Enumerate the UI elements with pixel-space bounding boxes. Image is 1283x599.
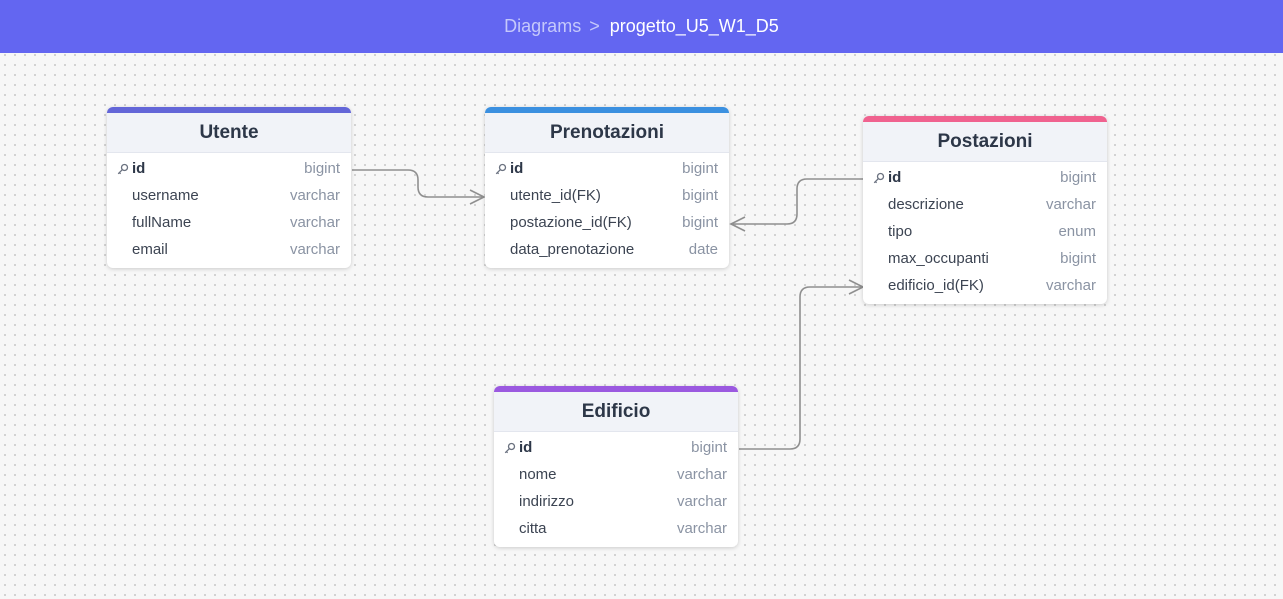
field-row-nome[interactable]: nome varchar <box>494 461 738 488</box>
field-name: id <box>519 439 533 456</box>
table-postazioni[interactable]: Postazioni id bigint descrizione varchar… <box>863 116 1107 304</box>
field-row-id[interactable]: id bigint <box>863 164 1107 191</box>
field-row-id[interactable]: id bigint <box>485 155 729 182</box>
field-row-indirizzo[interactable]: indirizzo varchar <box>494 488 738 515</box>
crow-foot-postazioni-edificio <box>848 279 865 295</box>
field-name: fullName <box>132 214 192 231</box>
field-name: data_prenotazione <box>510 241 635 258</box>
field-type: enum <box>1058 223 1096 240</box>
field-row-email[interactable]: email varchar <box>107 236 351 263</box>
key-icon <box>504 442 519 454</box>
field-type: varchar <box>289 241 340 258</box>
table-prenotazioni[interactable]: Prenotazioni id bigint utente_id(FK) big… <box>485 107 729 268</box>
field-type: varchar <box>1045 196 1096 213</box>
field-type: date <box>688 241 718 258</box>
crow-foot-prenotazioni-postazioni <box>729 216 746 232</box>
table-accent-bar <box>494 386 738 392</box>
field-name: id <box>132 160 146 177</box>
breadcrumb-separator: > <box>589 16 600 36</box>
field-type: bigint <box>1060 250 1096 267</box>
field-row-edificio-id[interactable]: edificio_id(FK) varchar <box>863 272 1107 299</box>
field-name: descrizione <box>888 196 964 213</box>
field-type: bigint <box>1060 169 1096 186</box>
field-row-max-occupanti[interactable]: max_occupanti bigint <box>863 245 1107 272</box>
field-row-username[interactable]: username varchar <box>107 182 351 209</box>
field-row-data-prenotazione[interactable]: data_prenotazione date <box>485 236 729 263</box>
table-header: Postazioni <box>863 122 1107 162</box>
table-accent-bar <box>107 107 351 113</box>
field-type: varchar <box>289 187 340 204</box>
field-name: max_occupanti <box>888 250 989 267</box>
field-type: bigint <box>304 160 340 177</box>
field-row-descrizione[interactable]: descrizione varchar <box>863 191 1107 218</box>
field-name: indirizzo <box>519 493 575 510</box>
table-edificio[interactable]: Edificio id bigint nome varchar indirizz… <box>494 386 738 547</box>
field-type: varchar <box>676 466 727 483</box>
table-header: Prenotazioni <box>485 113 729 153</box>
table-accent-bar <box>485 107 729 113</box>
field-type: bigint <box>691 439 727 456</box>
key-icon <box>495 163 510 175</box>
field-name: id <box>888 169 902 186</box>
table-header: Edificio <box>494 392 738 432</box>
field-type: varchar <box>676 520 727 537</box>
field-name: edificio_id(FK) <box>888 277 984 294</box>
field-type: bigint <box>682 187 718 204</box>
relation-postazioni-prenotazioni <box>731 178 863 225</box>
relation-edificio-postazioni <box>739 286 863 450</box>
field-type: bigint <box>682 214 718 231</box>
table-header: Utente <box>107 113 351 153</box>
field-row-id[interactable]: id bigint <box>494 434 738 461</box>
relation-utente-prenotazioni <box>352 169 484 198</box>
field-name: tipo <box>888 223 913 240</box>
field-name: nome <box>519 466 557 483</box>
field-row-citta[interactable]: citta varchar <box>494 515 738 542</box>
field-row-utente-id[interactable]: utente_id(FK) bigint <box>485 182 729 209</box>
breadcrumb-diagrams-link[interactable]: Diagrams <box>504 16 582 36</box>
field-name: utente_id(FK) <box>510 187 601 204</box>
field-name: citta <box>519 520 547 537</box>
crow-foot-prenotazioni-utente <box>469 189 486 205</box>
field-type: varchar <box>289 214 340 231</box>
field-name: email <box>132 241 168 258</box>
field-name: id <box>510 160 524 177</box>
table-utente[interactable]: Utente id bigint username varchar fullNa… <box>107 107 351 268</box>
diagram-title[interactable]: progetto_U5_W1_D5 <box>609 16 779 36</box>
field-row-tipo[interactable]: tipo enum <box>863 218 1107 245</box>
top-bar: Diagrams > progetto_U5_W1_D5 <box>0 0 1283 53</box>
field-row-id[interactable]: id bigint <box>107 155 351 182</box>
table-accent-bar <box>863 116 1107 122</box>
field-type: bigint <box>682 160 718 177</box>
field-type: varchar <box>676 493 727 510</box>
key-icon <box>117 163 132 175</box>
field-name: postazione_id(FK) <box>510 214 632 231</box>
key-icon <box>873 172 888 184</box>
field-name: username <box>132 187 199 204</box>
field-row-postazione-id[interactable]: postazione_id(FK) bigint <box>485 209 729 236</box>
field-type: varchar <box>1045 277 1096 294</box>
field-row-fullname[interactable]: fullName varchar <box>107 209 351 236</box>
